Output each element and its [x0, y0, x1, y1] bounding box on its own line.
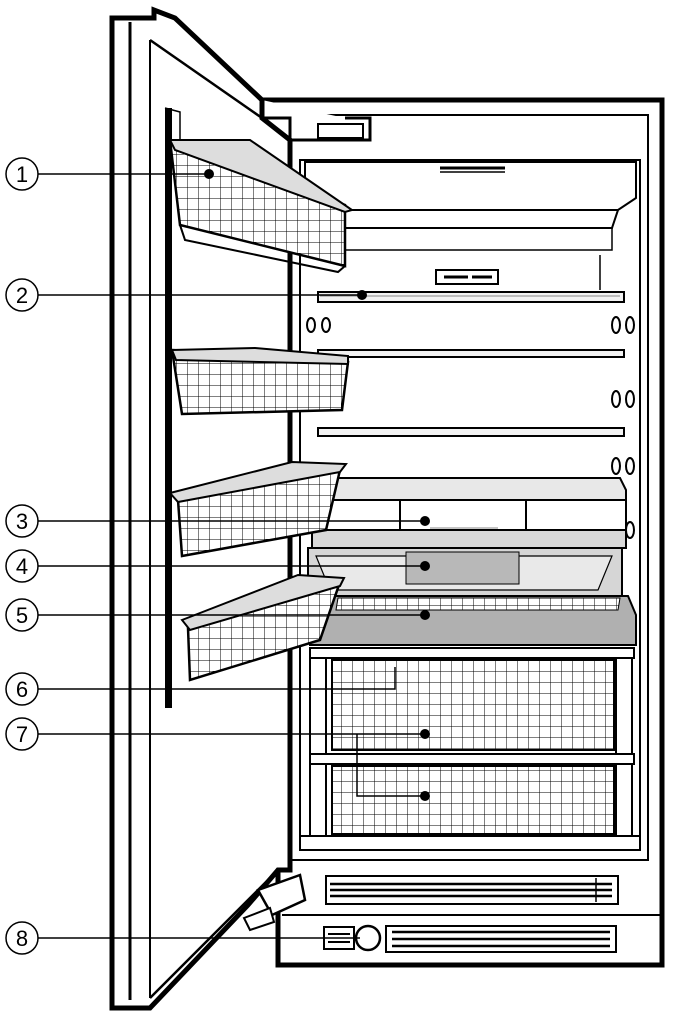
callout-5-label: 5	[16, 603, 28, 628]
freezer-baskets	[300, 647, 640, 837]
shelf-support-holes	[306, 316, 635, 539]
callout-1: 1	[5, 157, 39, 191]
drawer-4	[307, 547, 623, 599]
callout-3: 3	[5, 504, 39, 538]
door-basket-2	[170, 346, 350, 416]
callout-dot-2	[357, 290, 367, 300]
drawer-3	[311, 477, 627, 549]
callout-leaders	[38, 173, 425, 939]
door-basket-1	[168, 138, 355, 274]
callout-5: 5	[5, 598, 39, 632]
callout-6-label: 6	[16, 677, 28, 702]
callout-2-label: 2	[16, 283, 28, 308]
callout-4-label: 4	[16, 554, 28, 579]
callout-8-label: 8	[16, 926, 28, 951]
bottom-grille	[282, 875, 662, 953]
callout-markers: 1 2 3 4 5 6 7 8	[5, 157, 39, 955]
door-basket-4	[180, 573, 346, 682]
callout-2: 2	[5, 278, 39, 312]
callout-8: 8	[5, 921, 39, 955]
glass-shelves	[317, 291, 625, 437]
callout-dot-5	[420, 610, 430, 620]
callout-6: 6	[5, 672, 39, 706]
callout-dot-3	[420, 516, 430, 526]
callout-4: 4	[5, 549, 39, 583]
callout-3-label: 3	[16, 509, 28, 534]
freezer-shelf-5	[309, 595, 637, 646]
callout-dot-7b	[420, 791, 430, 801]
callout-dot-7a	[420, 729, 430, 739]
callout-dot-1	[204, 169, 214, 179]
callout-dot-4	[420, 561, 430, 571]
callout-dots	[204, 169, 430, 801]
door-basket-3	[168, 460, 348, 558]
callout-7-label: 7	[16, 722, 28, 747]
cabinet	[260, 97, 665, 968]
callout-7: 7	[5, 717, 39, 751]
callout-1-label: 1	[16, 162, 28, 187]
